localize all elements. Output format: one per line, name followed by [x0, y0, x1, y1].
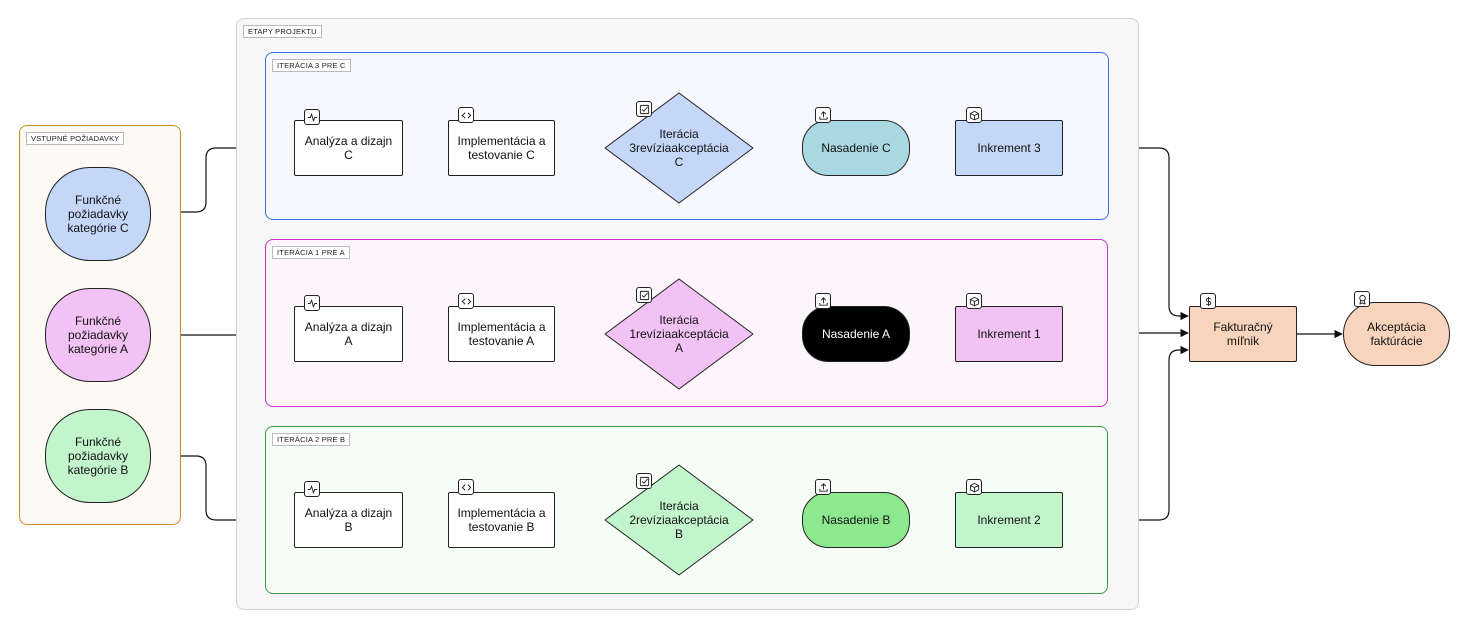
activity-icon	[304, 109, 320, 125]
increment-3[interactable]: Inkrement 3	[955, 120, 1063, 176]
review-c[interactable]: Iterácia 3revíziaakceptácia C	[604, 92, 754, 204]
edge-input-b-analysis-b	[150, 455, 293, 525]
group-iteration-1-label: ITERÁCIA 1 PRE A	[272, 246, 350, 259]
deploy-b[interactable]: Nasadenie B	[802, 492, 910, 548]
edge-increment2-milestone	[1063, 345, 1189, 521]
review-b[interactable]: Iterácia 2revíziaakceptácia B	[604, 464, 754, 576]
deploy-c[interactable]: Nasadenie C	[802, 120, 910, 176]
edge-increment3-milestone	[1063, 147, 1189, 321]
edge-input-c-analysis-c	[150, 143, 293, 213]
deploy-a[interactable]: Nasadenie A	[802, 306, 910, 362]
increment-2[interactable]: Inkrement 2	[955, 492, 1063, 548]
package-icon	[966, 107, 982, 123]
group-project-label: ETAPY PROJEKTU	[243, 25, 322, 38]
activity-icon	[304, 481, 320, 497]
package-icon	[966, 293, 982, 309]
upload-icon	[815, 107, 831, 123]
review-a[interactable]: Iterácia 1revíziaakceptácia A	[604, 278, 754, 390]
group-iteration-3-label: ITERÁCIA 3 PRE C	[272, 59, 351, 72]
checkbox-icon	[636, 473, 652, 489]
award-icon	[1354, 291, 1370, 307]
code-icon	[458, 107, 474, 123]
group-iteration-2-label: ITERÁCIA 2 PRE B	[272, 433, 351, 446]
upload-icon	[815, 293, 831, 309]
group-inputs-label: VSTUPNÉ POŽIADAVKY	[26, 132, 125, 145]
code-icon	[458, 293, 474, 309]
dollar-icon	[1200, 293, 1216, 309]
package-icon	[966, 479, 982, 495]
code-icon	[458, 479, 474, 495]
checkbox-icon	[636, 101, 652, 117]
checkbox-icon	[636, 287, 652, 303]
increment-1[interactable]: Inkrement 1	[955, 306, 1063, 362]
upload-icon	[815, 479, 831, 495]
activity-icon	[304, 295, 320, 311]
